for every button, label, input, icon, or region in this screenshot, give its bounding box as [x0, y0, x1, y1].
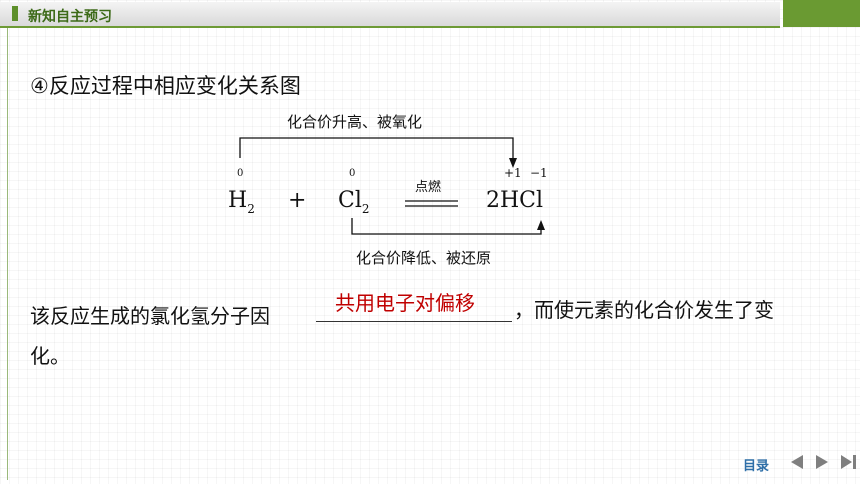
- sentence-end: 化。: [30, 344, 70, 368]
- answer-text: 共用电子对偏移: [335, 291, 475, 315]
- last-page-icon[interactable]: [838, 452, 858, 472]
- cl2-oxidation-state: 0: [349, 168, 356, 179]
- section-tab: 新知自主预习: [0, 2, 780, 28]
- h-symbol: H: [228, 188, 248, 213]
- answer-blank: [316, 293, 512, 322]
- h2-subscript: 2: [247, 202, 255, 216]
- hcl-h-oxidation-state: +1: [504, 166, 522, 180]
- formula-h2: H2: [228, 188, 255, 216]
- cl2-subscript: 2: [361, 202, 370, 216]
- reduction-label: 化合价降低、被还原: [356, 249, 492, 267]
- header-corner-block: [783, 0, 860, 27]
- formula-hcl: 2HCl: [486, 188, 544, 213]
- plus-sign: +: [288, 188, 307, 213]
- hcl-cl-oxidation-state: −1: [530, 166, 548, 180]
- next-icon[interactable]: [812, 452, 832, 472]
- cl-symbol: Cl: [338, 188, 362, 213]
- formula-cl2: Cl2: [338, 188, 370, 216]
- next-triangle: [816, 455, 828, 469]
- header-bar: 新知自主预习: [0, 0, 860, 30]
- reduction-arrowhead: [537, 220, 545, 230]
- h2-oxidation-state: 0: [237, 168, 244, 179]
- toc-link[interactable]: 目录: [743, 459, 770, 474]
- oxidation-label: 化合价升高、被氧化: [287, 113, 423, 131]
- oxidation-bracket: [239, 137, 514, 160]
- electron-transfer-lines: [239, 137, 545, 235]
- reduction-bracket: [351, 218, 542, 235]
- sentence-middle: ，而使元素的化合价发生了变: [514, 298, 774, 322]
- reaction-diagram: 化合价升高、被氧化 化合价降低、被还原 0 0 +1 −1 H2 + Cl2 点…: [222, 108, 582, 268]
- oxidation-arrowhead: [509, 158, 517, 168]
- left-rule: [7, 28, 8, 480]
- last-bar: [853, 455, 856, 469]
- reaction-condition: 点燃: [415, 180, 442, 195]
- section-title: 新知自主预习: [28, 9, 112, 25]
- sentence: 该反应生成的氯化氢分子因 化。: [30, 296, 830, 376]
- prev-triangle: [791, 455, 803, 469]
- page-heading: ④反应过程中相应变化关系图: [30, 74, 301, 98]
- prev-icon[interactable]: [787, 452, 807, 472]
- sentence-start: 该反应生成的氯化氢分子因: [30, 304, 270, 328]
- tab-marker: [12, 6, 18, 21]
- last-triangle: [841, 455, 852, 469]
